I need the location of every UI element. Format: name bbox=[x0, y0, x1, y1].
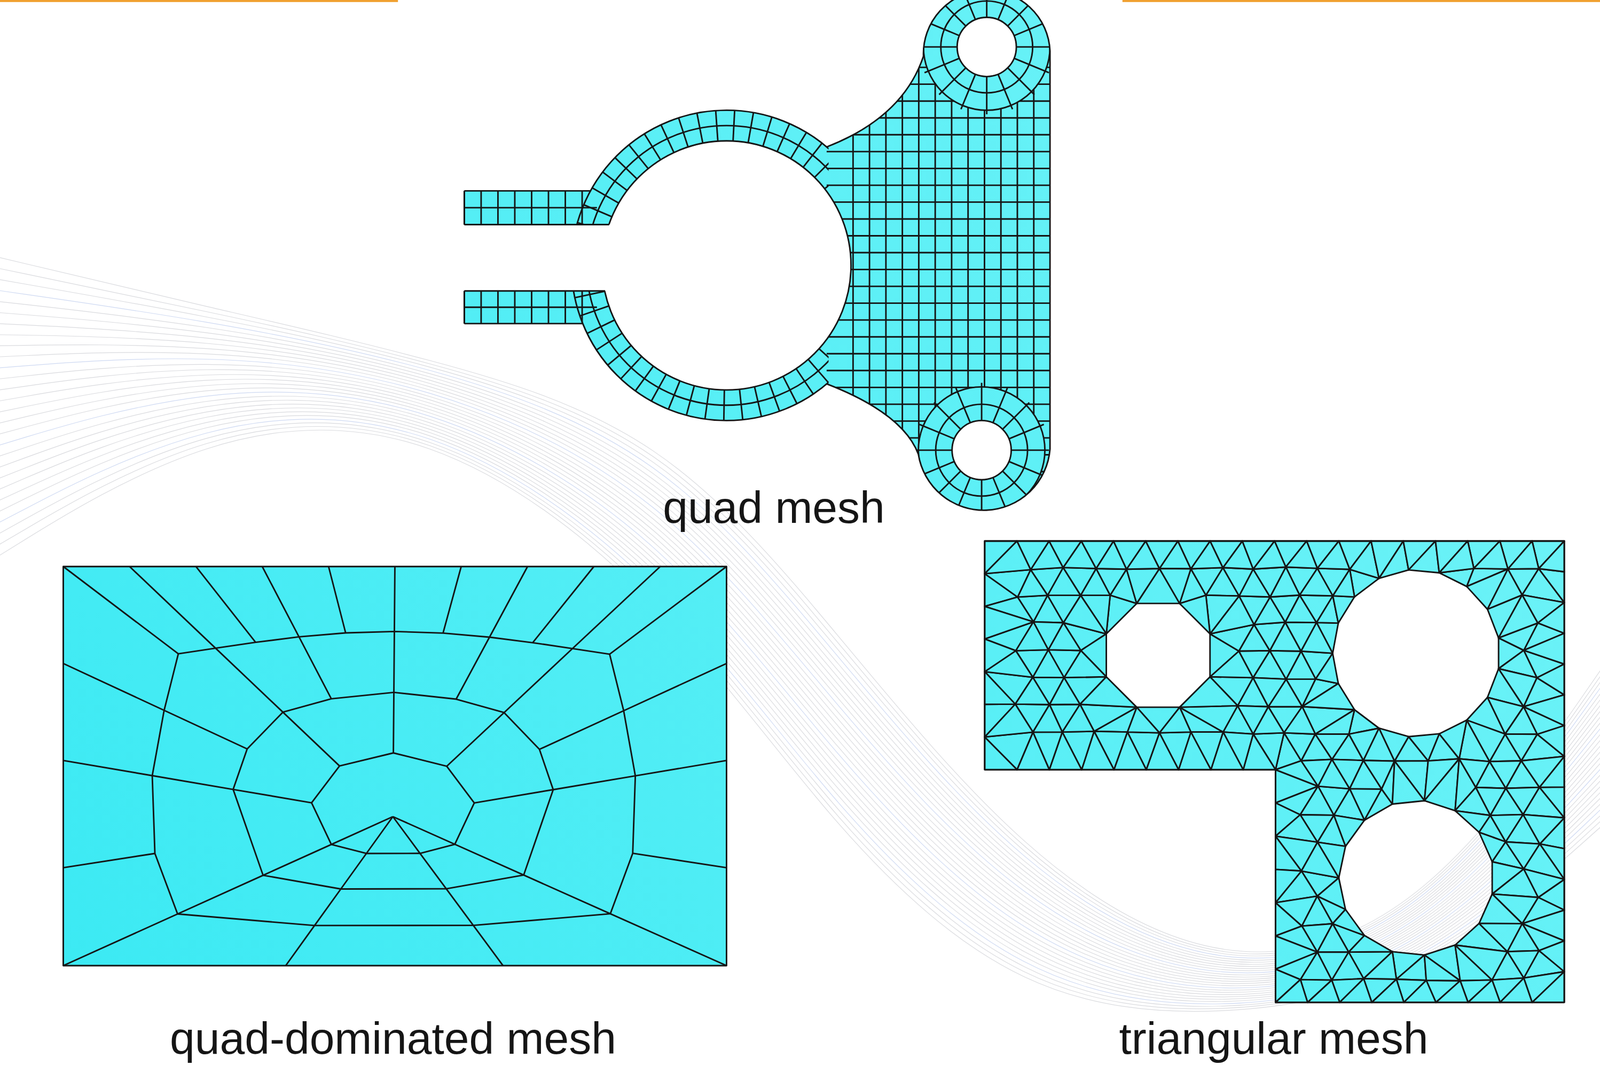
mesh-caption: quad mesh bbox=[662, 482, 885, 532]
mesh-caption: triangular mesh bbox=[1119, 1013, 1429, 1063]
triangular-mesh bbox=[984, 540, 1565, 1003]
mesh-caption: quad-dominated mesh bbox=[169, 1013, 617, 1063]
quad-dominated-mesh bbox=[63, 566, 727, 966]
top-rule bbox=[0, 0, 1600, 3]
quad-mesh bbox=[464, 0, 1062, 526]
